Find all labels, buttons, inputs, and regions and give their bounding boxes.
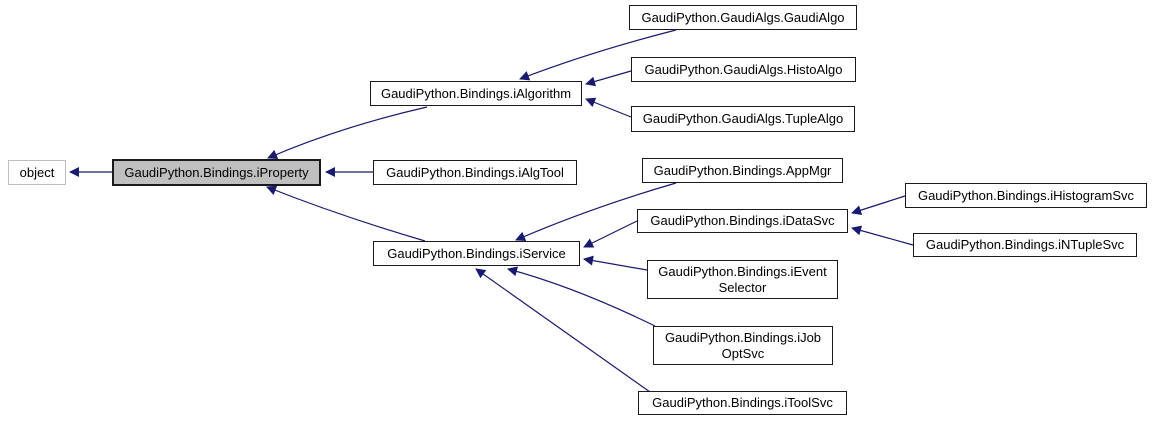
edge-itoolsvc-to-iservice bbox=[475, 268, 651, 393]
node-tuplealgo[interactable]: GaudiPython.GaudiAlgs.TupleAlgo bbox=[631, 106, 855, 132]
edge-ialgorithm-to-iproperty bbox=[267, 106, 428, 160]
edge-ieventselector-to-iservice bbox=[583, 255, 648, 271]
node-appmgr[interactable]: GaudiPython.Bindings.AppMgr bbox=[642, 158, 843, 183]
edge-iservice-to-iproperty bbox=[266, 185, 426, 242]
node-ieventselector[interactable]: GaudiPython.Bindings.iEvent Selector bbox=[647, 260, 838, 299]
edge-gaudialgo-to-ialgorithm bbox=[519, 29, 677, 81]
node-iproperty: GaudiPython.Bindings.iProperty bbox=[112, 159, 321, 186]
edge-histoalgo-to-ialgorithm bbox=[585, 70, 632, 87]
node-ihistogramsvc[interactable]: GaudiPython.Bindings.iHistogramSvc bbox=[905, 183, 1147, 208]
edge-ihistogramsvc-to-idatasvc bbox=[851, 195, 906, 216]
node-ijoboptsvc[interactable]: GaudiPython.Bindings.iJob OptSvc bbox=[653, 326, 833, 365]
edge-intuplesvc-to-idatasvc bbox=[851, 225, 914, 246]
node-iservice[interactable]: GaudiPython.Bindings.iService bbox=[373, 241, 580, 266]
edge-idatasvc-to-iservice bbox=[583, 220, 638, 248]
node-histoalgo[interactable]: GaudiPython.GaudiAlgs.HistoAlgo bbox=[631, 57, 856, 82]
node-intuplesvc[interactable]: GaudiPython.Bindings.iNTupleSvc bbox=[913, 233, 1137, 257]
node-idatasvc[interactable]: GaudiPython.Bindings.iDataSvc bbox=[637, 209, 848, 233]
node-object: object bbox=[8, 160, 66, 185]
node-itoolsvc[interactable]: GaudiPython.Bindings.iToolSvc bbox=[638, 391, 847, 415]
node-gaudialgo[interactable]: GaudiPython.GaudiAlgs.GaudiAlgo bbox=[629, 5, 857, 30]
edge-appmgr-to-iservice bbox=[515, 182, 677, 242]
node-ialgorithm[interactable]: GaudiPython.Bindings.iAlgorithm bbox=[370, 81, 582, 106]
edge-ijoboptsvc-to-iservice bbox=[507, 266, 656, 327]
node-ialgtool[interactable]: GaudiPython.Bindings.iAlgTool bbox=[373, 160, 577, 185]
edge-tuplealgo-to-ialgorithm bbox=[585, 97, 632, 118]
